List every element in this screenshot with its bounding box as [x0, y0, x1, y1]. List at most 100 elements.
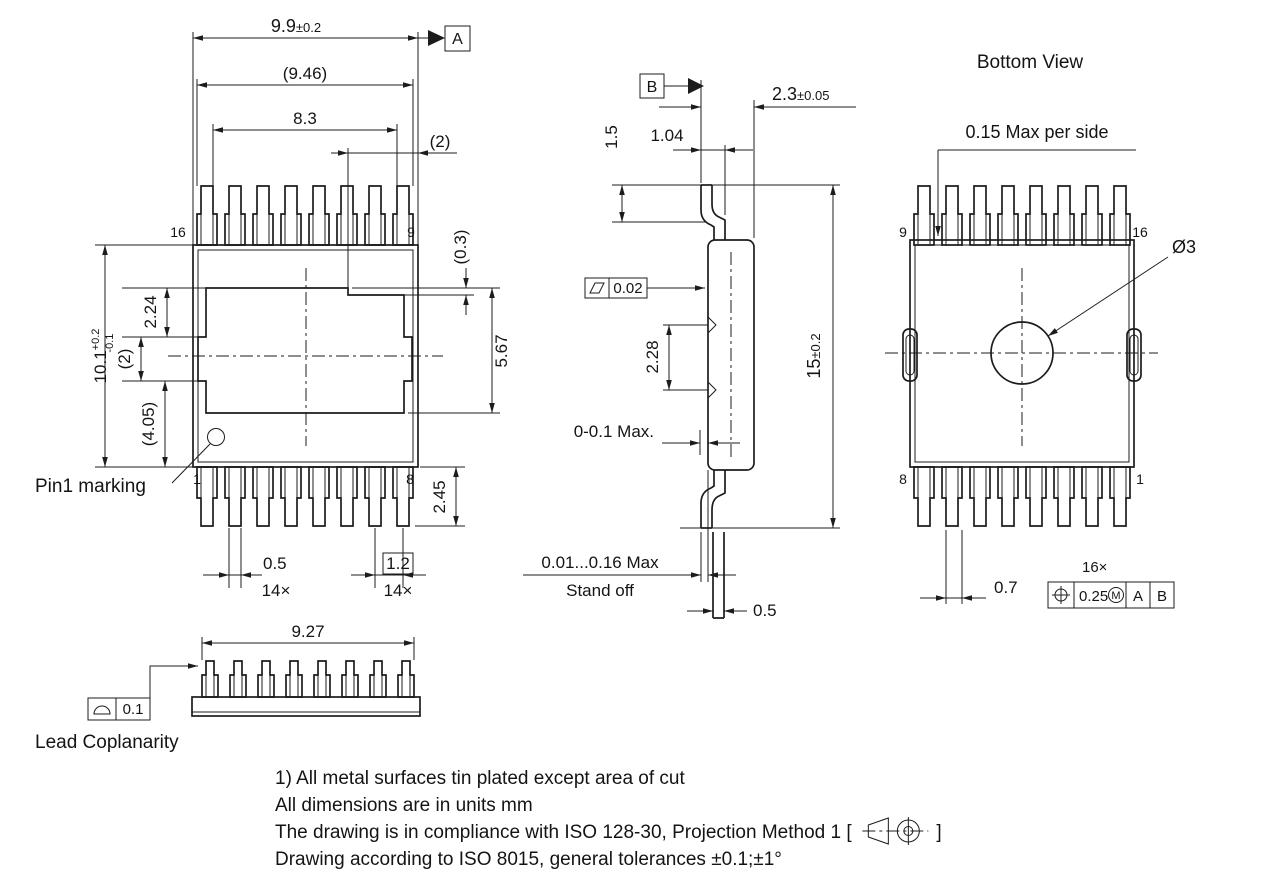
extension-lines: [95, 32, 500, 588]
dim-standoff: 0.01...0.16 Max Stand off: [523, 553, 736, 600]
bottom-view-pins-upper: [913, 185, 1131, 246]
dim-hole-diameter: Ø3: [1047, 237, 1196, 337]
lead-pitch-count: 14×: [384, 581, 413, 600]
svg-text:0.5: 0.5: [263, 554, 287, 573]
pin-9-label: 9: [899, 224, 907, 240]
svg-text:0.7: 0.7: [994, 578, 1018, 597]
top-view-pins-upper: [196, 185, 414, 246]
note-line2: All dimensions are in units mm: [275, 795, 533, 816]
standoff-label: Stand off: [566, 581, 634, 600]
bottom-pin-number-labels: 9 16 8 1: [899, 224, 1148, 487]
fcf-datum-b: B: [1157, 588, 1167, 605]
top-view-pins-lower: [196, 466, 414, 527]
svg-text:1.2: 1.2: [386, 554, 410, 573]
dim-protrusion: 0-0.1 Max.: [574, 422, 740, 446]
dim-thickness-text: 2.3±0.05: [772, 84, 829, 104]
bottom-view-pins-lower: [913, 466, 1131, 527]
material-modifier-icon: M: [1108, 587, 1124, 603]
dim-foot-height: 1.5: [602, 125, 625, 222]
svg-text:0.5: 0.5: [753, 601, 777, 620]
centerlines: [168, 268, 443, 446]
svg-text:1.04: 1.04: [650, 126, 683, 145]
svg-text:2.45: 2.45: [430, 480, 449, 513]
dim-pad-lower-ref: (4.05): [139, 381, 168, 467]
side-extension-lines: [612, 80, 840, 582]
bottom-view: Bottom View 0.15 Max per side Ø3: [885, 52, 1196, 609]
coplanarity-label: Lead Coplanarity: [35, 732, 179, 753]
position-icon: [1052, 586, 1070, 604]
note-line3-post: ]: [936, 822, 941, 843]
pin-16-label: 16: [170, 224, 186, 240]
pin-8-label: 8: [406, 471, 414, 487]
flatness-icon: [589, 282, 605, 294]
lower-lead: [700, 470, 726, 529]
coplanarity-view: 9.27 0.1 Lead Coplanarity: [35, 622, 421, 753]
svg-text:0.1: 0.1: [123, 701, 144, 718]
datum-a-label: A: [452, 31, 463, 48]
note-line3-pre: The drawing is in compliance with ISO 12…: [275, 822, 852, 843]
pin-8-label: 8: [899, 471, 907, 487]
svg-text:5.67: 5.67: [492, 334, 511, 367]
pin1-marking-dot: [207, 428, 225, 446]
dim-foot-length: 1.04: [650, 126, 753, 153]
datum-a-triangle: [428, 30, 445, 46]
position-fcf: 0.25 M A B: [1047, 581, 1175, 609]
dim-pad-inset: 2.24: [141, 288, 170, 337]
upper-lead: [700, 184, 726, 240]
pin-1-label: 1: [193, 471, 201, 487]
dim-lead-pitch: 1.2 14×: [351, 552, 426, 600]
pin-number-labels: 16 9 1 8: [170, 224, 415, 487]
note-line1: 1) All metal surfaces tin plated except …: [275, 768, 685, 789]
dim-overall-width: 9.9±0.2: [193, 16, 418, 41]
svg-text:(2): (2): [430, 132, 451, 151]
dim-thickness: 2.3±0.05: [659, 84, 856, 110]
pin-1-label: 1: [1136, 471, 1144, 487]
side-view: 2.3±0.05 B 1.5 1.04 0.02 2.28: [523, 73, 856, 620]
datum-b-triangle: [688, 78, 704, 94]
coplanarity-fcf: 0.1: [87, 663, 198, 721]
projection-frustum: [867, 817, 889, 845]
top-view: 9.9±0.2 A (9.46) 8.3 (2) 10.1+0.2-0.1: [35, 16, 511, 600]
svg-text:Ø3: Ø3: [1172, 237, 1196, 257]
svg-text:0.02: 0.02: [613, 280, 642, 297]
dim-pad-offset-ref: (2): [331, 132, 457, 156]
flatness-fcf: 0.02: [584, 277, 705, 299]
dim-overall-length-text: 15±0.2: [804, 333, 824, 378]
notes: 1) All metal surfaces tin plated except …: [275, 768, 942, 870]
dim-lead-width: 0.5 14×: [203, 554, 290, 600]
side-notch-left: [902, 328, 918, 382]
lead-count-label: 16×: [1082, 559, 1107, 576]
datum-a-flag: A: [418, 25, 471, 52]
projection-symbol: [862, 817, 929, 845]
body-cross-section: [707, 239, 755, 471]
note-line4: Drawing according to ISO 8015, general t…: [275, 849, 782, 870]
pin1-marking: Pin1 marking: [35, 428, 225, 497]
svg-text:2.24: 2.24: [141, 295, 160, 328]
dim-overall-width-text: 9.9±0.2: [271, 16, 321, 36]
dim-bottom-lead-width: 0.7: [920, 530, 1018, 604]
svg-text:0-0.1 Max.: 0-0.1 Max.: [574, 422, 654, 441]
fcf-tolerance: 0.25: [1079, 588, 1108, 605]
dim-lead-thickness: 0.5: [687, 601, 777, 620]
dim-pad-width: 5.67: [489, 288, 511, 413]
dim-overall-length: 15±0.2: [804, 185, 836, 528]
die-pad-outline: [197, 287, 413, 414]
dim-flash: 0.15 Max per side: [935, 122, 1136, 236]
dim-pad-center-ref: (2): [115, 337, 144, 381]
standoff-value: 0.01...0.16 Max: [541, 553, 659, 572]
svg-text:9.27: 9.27: [291, 622, 324, 641]
dim-lead-length: 2.45: [430, 467, 459, 526]
side-notch-right: [1126, 328, 1142, 382]
svg-text:(4.05): (4.05): [139, 402, 158, 446]
svg-text:1.5: 1.5: [602, 125, 621, 149]
dim-body-length: 10.1+0.2-0.1: [90, 245, 116, 467]
bottom-view-title: Bottom View: [977, 52, 1084, 73]
bottom-centerlines: [885, 268, 1158, 446]
pin-16-label: 16: [1132, 224, 1148, 240]
coplanarity-leads: [201, 660, 415, 698]
coplanarity-icon: [93, 705, 111, 715]
svg-text:M: M: [1111, 590, 1120, 602]
dim-slug-height: 2.28: [643, 325, 672, 390]
svg-text:0.15 Max per side: 0.15 Max per side: [965, 122, 1108, 142]
